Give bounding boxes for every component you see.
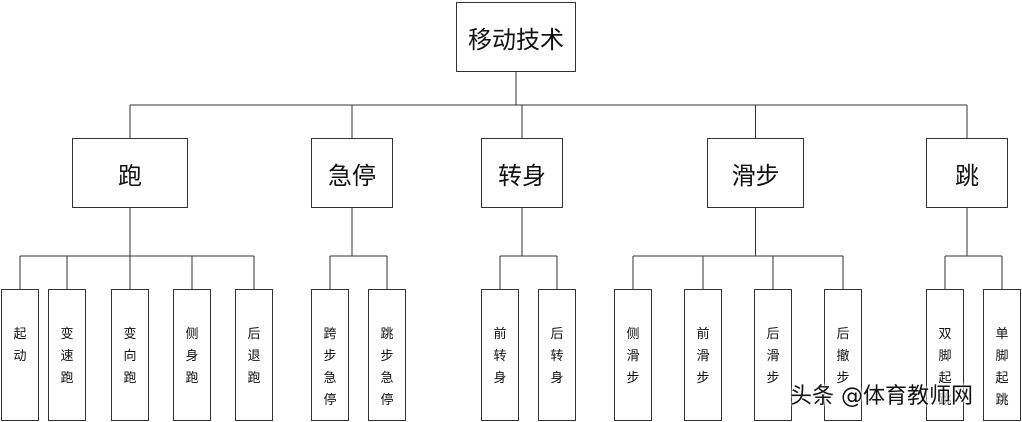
leaf-node-0-3: 侧身跑 xyxy=(173,289,211,421)
category-node-3-label: 滑步 xyxy=(731,161,780,190)
leaf-node-3-3: 后撤步 xyxy=(824,289,862,421)
watermark: 头条 @体育教师网 xyxy=(790,384,973,409)
category-node-1-label: 急停 xyxy=(328,161,376,190)
leaf-node-3-0-label: 侧滑步 xyxy=(626,327,640,386)
category-node-2: 转身 xyxy=(481,138,563,208)
leaf-node-0-4-label: 后退跑 xyxy=(247,327,261,386)
leaf-node-3-1-label: 前滑步 xyxy=(696,327,710,386)
leaf-node-4-1-label: 单脚起跳 xyxy=(995,327,1009,408)
leaf-node-3-3-label: 后撤步 xyxy=(836,327,850,386)
leaf-node-2-1-label: 后转身 xyxy=(550,327,564,386)
category-node-3: 滑步 xyxy=(707,138,804,208)
root-node: 移动技术 xyxy=(456,2,576,72)
root-node-label: 移动技术 xyxy=(468,25,564,54)
category-node-4: 跳 xyxy=(926,138,1008,208)
leaf-node-3-2: 后滑步 xyxy=(754,289,792,421)
leaf-node-1-1-label: 跳步急停 xyxy=(380,327,394,408)
leaf-node-4-1: 单脚起跳 xyxy=(983,289,1021,421)
category-node-1: 急停 xyxy=(311,138,393,208)
category-node-0: 跑 xyxy=(72,138,188,208)
leaf-node-0-2-label: 变向跑 xyxy=(123,327,137,386)
leaf-node-0-3-label: 侧身跑 xyxy=(185,327,199,386)
leaf-node-3-1: 前滑步 xyxy=(684,289,722,421)
leaf-node-4-0: 双脚起跳 xyxy=(926,289,964,421)
leaf-node-1-0: 跨步急停 xyxy=(311,289,349,421)
leaf-node-3-2-label: 后滑步 xyxy=(766,327,780,386)
leaf-node-1-1: 跳步急停 xyxy=(368,289,406,421)
leaf-node-2-0: 前转身 xyxy=(481,289,519,421)
leaf-node-1-0-label: 跨步急停 xyxy=(323,327,337,408)
leaf-node-4-0-label: 双脚起跳 xyxy=(938,327,952,408)
category-node-2-label: 转身 xyxy=(498,161,546,190)
leaf-node-2-0-label: 前转身 xyxy=(493,327,507,386)
leaf-node-0-0-label: 起动 xyxy=(13,327,27,364)
leaf-node-2-1: 后转身 xyxy=(538,289,576,421)
leaf-node-3-0: 侧滑步 xyxy=(614,289,652,421)
category-node-4-label: 跳 xyxy=(955,161,979,190)
leaf-node-0-1-label: 变速跑 xyxy=(60,327,74,386)
leaf-node-0-2: 变向跑 xyxy=(111,289,149,421)
leaf-node-0-1: 变速跑 xyxy=(48,289,86,421)
category-node-0-label: 跑 xyxy=(118,161,142,190)
leaf-node-0-0: 起动 xyxy=(1,289,39,421)
leaf-node-0-4: 后退跑 xyxy=(235,289,273,421)
